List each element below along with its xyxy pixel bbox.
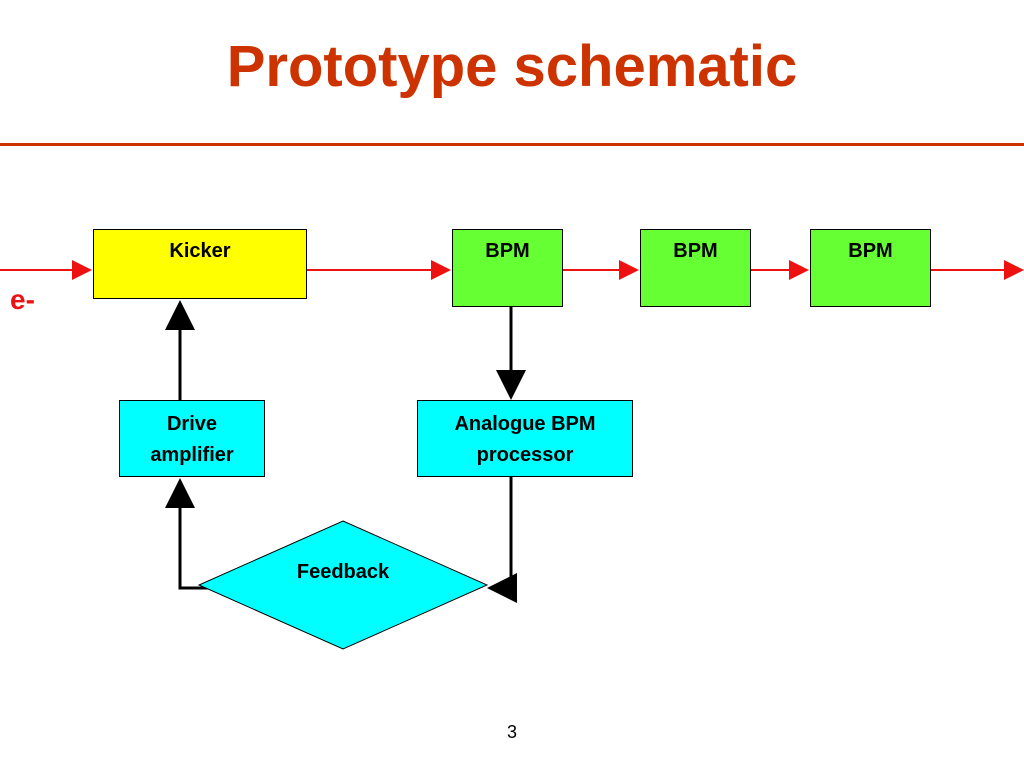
feedback-diamond [197, 520, 489, 650]
slide-title: Prototype schematic [226, 34, 798, 99]
connector-feedback-to-drive-amplifier [165, 478, 210, 590]
bpm-block-3: BPM [810, 229, 931, 307]
bpm-block-1: BPM [452, 229, 563, 307]
drive-amplifier-line-1: Drive [166, 413, 218, 435]
feedback-label: Feedback [296, 561, 390, 583]
bpm-label-3: BPM [848, 240, 893, 262]
analogue-bpm-processor-block: Analogue BPM processor [417, 400, 633, 477]
connector-analogue-processor-to-feedback [487, 477, 517, 603]
kicker-label: Kicker [169, 240, 231, 262]
analogue-bpm-processor-line-1: Analogue BPM [454, 413, 596, 435]
electron-label: e- [10, 284, 35, 315]
drive-amplifier-block: Drive amplifier [119, 400, 265, 477]
page-number: 3 [506, 722, 517, 742]
analogue-bpm-processor-label: Analogue BPM processor [418, 401, 632, 471]
kicker-block: Kicker [93, 229, 307, 299]
analogue-bpm-processor-line-2: processor [476, 444, 574, 466]
drive-amplifier-line-2: amplifier [150, 444, 234, 466]
title-divider [0, 143, 1024, 146]
bpm-label-2: BPM [673, 240, 718, 262]
bpm-block-2: BPM [640, 229, 751, 307]
bpm-label-1: BPM [485, 240, 530, 262]
drive-amplifier-label: Drive amplifier [120, 401, 264, 471]
